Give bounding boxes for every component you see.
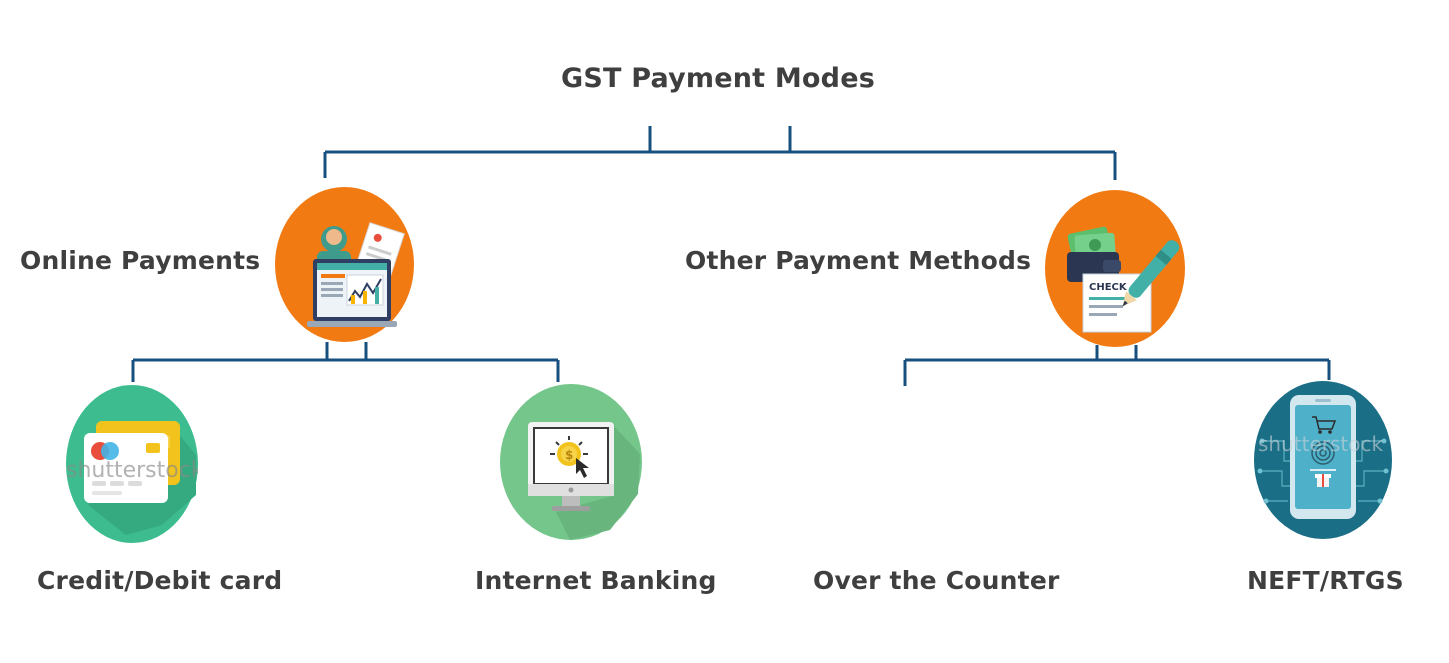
node-label-online-payments: Online Payments	[20, 246, 261, 275]
node-label-internet-banking: Internet Banking	[475, 566, 717, 595]
node-label-neft-rtgs: NEFT/RTGS	[1247, 566, 1404, 595]
diagram-title: GST Payment Modes	[561, 63, 875, 94]
internet-banking-icon: $	[500, 384, 642, 540]
shutterstock-watermark-phone: shutterstock	[1258, 432, 1383, 456]
shutterstock-watermark: shutterstock	[66, 458, 198, 483]
online-payment-icon	[275, 187, 414, 342]
credit-card-icon: shutterstock	[66, 385, 198, 543]
check-text: CHECK	[1089, 282, 1128, 293]
node-label-over-the-counter: Over the Counter	[813, 566, 1060, 595]
svg-text:$: $	[565, 448, 573, 462]
node-label-credit-debit-card: Credit/Debit card	[37, 566, 283, 595]
mobile-payment-icon: shutterstock	[1254, 381, 1392, 539]
node-label-other-payment-methods: Other Payment Methods	[685, 246, 1032, 275]
check-payment-icon: CHECK	[1045, 190, 1185, 347]
